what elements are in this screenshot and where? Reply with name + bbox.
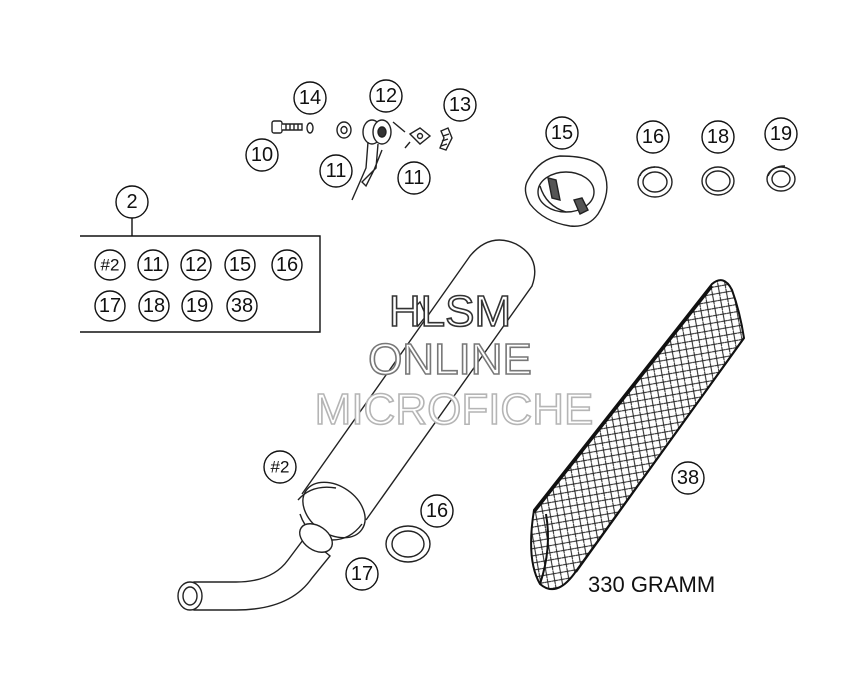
svg-text:18: 18	[707, 126, 729, 148]
svg-text:11: 11	[143, 254, 164, 276]
svg-text:15: 15	[229, 254, 251, 276]
ring-part-16	[637, 166, 673, 198]
svg-text:2: 2	[126, 191, 137, 213]
clip-part-13	[439, 127, 453, 151]
svg-text:38: 38	[231, 295, 253, 317]
svg-text:19: 19	[770, 123, 792, 145]
kit-item-19: 19	[181, 290, 213, 322]
ring-part-18	[701, 166, 735, 196]
svg-text:18: 18	[143, 295, 165, 317]
muffler-canister	[301, 239, 536, 521]
silencer-assembly	[177, 239, 536, 611]
mounting-hardware-group	[271, 119, 453, 201]
callout-10: 10	[245, 138, 279, 172]
hanger-tab	[411, 300, 427, 328]
callout-11-left: 11	[319, 154, 353, 188]
kit-item-11: 11	[137, 249, 169, 281]
watermark-line-2: ONLINE	[368, 335, 532, 384]
rubber-bushing-part-12	[362, 119, 392, 145]
packing-material-part-38	[530, 279, 746, 591]
callout-2: 2	[115, 185, 149, 219]
kit-item-17: 17	[94, 290, 126, 322]
svg-text:16: 16	[276, 254, 298, 276]
kit-item-38: 38	[226, 290, 258, 322]
callout-16: 16	[636, 120, 670, 154]
callout-19: 19	[764, 117, 798, 151]
callout-16-lower: 16	[420, 494, 454, 528]
svg-text:12: 12	[185, 254, 207, 276]
svg-text:16: 16	[642, 126, 664, 148]
end-cap-part-15	[524, 155, 608, 227]
bolt-part-10	[271, 120, 303, 134]
watermark-line-1: HLSM	[389, 287, 511, 336]
svg-text:16: 16	[426, 500, 448, 522]
ring-part-16-lower	[385, 525, 431, 563]
spacer-part	[336, 121, 352, 139]
mounting-bracket	[351, 141, 383, 201]
callout-14: 14	[293, 81, 327, 115]
svg-text:#2: #2	[271, 458, 290, 477]
svg-text:10: 10	[251, 144, 273, 166]
kit-item-12: 12	[180, 249, 212, 281]
callout-15: 15	[545, 116, 579, 150]
callout-pipe: #2	[263, 450, 297, 484]
callout-12: 12	[369, 79, 403, 113]
svg-text:38: 38	[677, 467, 699, 489]
svg-text:17: 17	[99, 295, 121, 317]
ring-part-19	[766, 165, 796, 192]
svg-text:13: 13	[449, 94, 471, 116]
watermark: HLSM ONLINE MICROFICHE	[314, 286, 594, 435]
svg-text:15: 15	[551, 122, 573, 144]
kit-item-18: 18	[138, 290, 170, 322]
svg-text:11: 11	[404, 167, 425, 189]
washer-part-14	[306, 122, 314, 134]
kit-item-15: 15	[224, 249, 256, 281]
washer-part-11	[408, 127, 432, 145]
callout-11-right: 11	[397, 161, 431, 195]
callout-18: 18	[701, 120, 735, 154]
svg-text:17: 17	[351, 563, 373, 585]
svg-text:11: 11	[326, 160, 347, 182]
kit-group-2: 2 #2 11 12 15 16 17 18	[80, 185, 321, 333]
svg-text:19: 19	[186, 295, 208, 317]
kit-bracket	[80, 235, 321, 333]
kit-item-pipe: #2	[94, 249, 126, 281]
svg-text:14: 14	[299, 87, 321, 109]
packing-weight-note: 330 GRAMM	[588, 572, 715, 597]
svg-text:#2: #2	[101, 256, 120, 275]
kit-item-16: 16	[271, 249, 303, 281]
watermark-line-3: MICROFICHE	[315, 385, 594, 434]
svg-text:12: 12	[375, 85, 397, 107]
head-pipe	[193, 534, 331, 611]
callout-13: 13	[443, 88, 477, 122]
callout-38: 38	[671, 461, 705, 495]
callout-17: 17	[345, 557, 379, 591]
